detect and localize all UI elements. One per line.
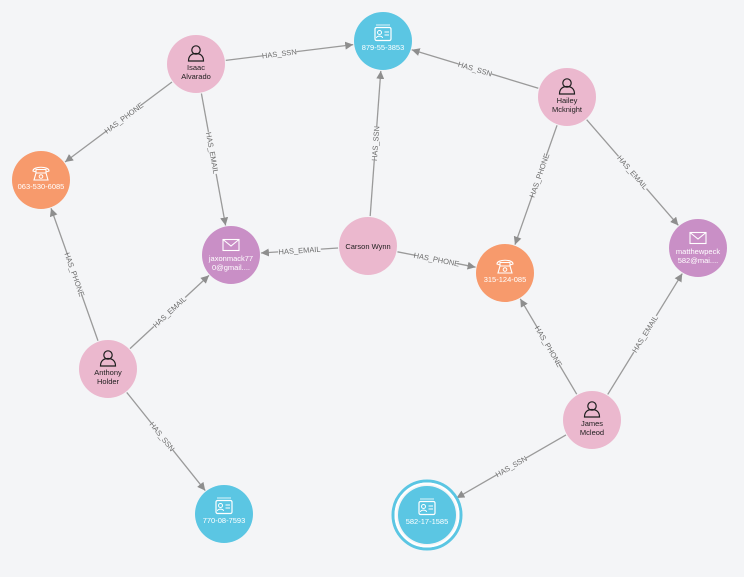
- node-label: Isaac: [187, 63, 205, 72]
- node-circle: [167, 35, 225, 93]
- node-circle: [202, 226, 260, 284]
- node-ssn582[interactable]: 582-17-1585: [391, 479, 463, 551]
- edge-label-bg: [414, 250, 459, 269]
- id-card-icon: [374, 24, 392, 42]
- edge-james-ssn582[interactable]: HAS_SSN: [456, 434, 567, 499]
- edge-label: HAS_PHONE: [533, 324, 564, 368]
- node-phone063[interactable]: 063-530-6085: [12, 151, 70, 209]
- envelope-icon: [222, 238, 240, 252]
- edge-label-bg: [277, 244, 322, 257]
- edge-label: HAS_PHONE: [62, 251, 86, 298]
- node-ssn879[interactable]: 879-55-3853: [354, 12, 412, 70]
- edge-label: HAS_SSN: [370, 126, 382, 162]
- node-matthew[interactable]: matthewpeck582@mai....: [669, 219, 727, 277]
- node-label: Hailey: [557, 96, 578, 105]
- edge-label: HAS_PHONE: [103, 101, 145, 136]
- edge-hailey-matthew[interactable]: HAS_EMAIL: [586, 119, 679, 226]
- node-label: James: [581, 419, 603, 428]
- node-circle: [563, 391, 621, 449]
- edge-isaac-ssn879[interactable]: HAS_SSN: [225, 41, 354, 61]
- edge-label-bg: [614, 153, 651, 192]
- id-card-icon: [418, 498, 436, 516]
- node-circle: [79, 340, 137, 398]
- edge-label: HAS_SSN: [457, 60, 493, 79]
- edge-label-bg: [62, 252, 87, 297]
- node-label: 582@mai....: [678, 256, 719, 265]
- edge-label-bg: [369, 126, 382, 161]
- edge-label-bg: [150, 293, 189, 331]
- envelope-icon: [689, 231, 707, 245]
- edge-label: HAS_EMAIL: [204, 131, 220, 174]
- edge-james-phone315[interactable]: HAS_PHONE: [519, 298, 578, 395]
- node-label: 315-124-085: [484, 275, 527, 284]
- edge-label: HAS_EMAIL: [615, 154, 649, 192]
- edge-label: HAS_PHONE: [413, 251, 460, 269]
- edge-label-bg: [629, 313, 661, 355]
- node-circle: [339, 217, 397, 275]
- person-icon: [187, 45, 205, 62]
- node-circle: [538, 68, 596, 126]
- phone-icon: [496, 259, 514, 274]
- id-card-icon: [215, 497, 233, 515]
- node-label: 063-530-6085: [18, 182, 65, 191]
- node-label: 770-08-7593: [203, 516, 246, 525]
- person-icon: [558, 78, 576, 95]
- node-label: Mcknight: [552, 105, 583, 114]
- node-circle: [669, 219, 727, 277]
- node-ssn770[interactable]: 770-08-7593: [195, 485, 253, 543]
- edge-hailey-ssn879[interactable]: HAS_SSN: [411, 48, 539, 89]
- edge-label: HAS_EMAIL: [151, 294, 188, 329]
- node-label: matthewpeck: [676, 247, 720, 256]
- edge-anthony-ssn770[interactable]: HAS_SSN: [126, 392, 206, 491]
- node-label: Mcleod: [580, 428, 604, 437]
- edge-label: HAS_EMAIL: [278, 245, 321, 257]
- edge-label-bg: [493, 453, 529, 480]
- node-label: Anthony: [94, 368, 122, 377]
- edge-isaac-jaxon[interactable]: HAS_EMAIL: [200, 93, 229, 226]
- node-label: 582-17-1585: [406, 517, 449, 526]
- node-label: Holder: [97, 377, 120, 386]
- selection-ring: [391, 479, 463, 551]
- edge-label-bg: [103, 101, 144, 135]
- node-label: Carson Wynn: [345, 242, 390, 251]
- edge-anthony-phone063[interactable]: HAS_PHONE: [49, 208, 99, 341]
- edge-label: HAS_SSN: [148, 420, 177, 453]
- node-label: Alvarado: [181, 72, 211, 81]
- edge-label-bg: [147, 420, 177, 454]
- node-phone315[interactable]: 315-124-085: [476, 244, 534, 302]
- edge-label: HAS_SSN: [261, 47, 297, 60]
- edge-carson-ssn879[interactable]: HAS_SSN: [369, 70, 385, 217]
- node-jaxon[interactable]: jaxonmack770@gmail....: [202, 226, 260, 284]
- edge-isaac-phone063[interactable]: HAS_PHONE: [64, 81, 173, 163]
- edge-carson-jaxon[interactable]: HAS_EMAIL: [260, 244, 339, 257]
- edge-label: HAS_SSN: [494, 454, 529, 479]
- edge-carson-phone315[interactable]: HAS_PHONE: [397, 250, 476, 270]
- edge-label-bg: [261, 46, 297, 61]
- edge-label: HAS_EMAIL: [630, 314, 660, 355]
- edge-label-bg: [457, 59, 493, 79]
- edge-label: HAS_PHONE: [528, 152, 552, 199]
- edge-label-bg: [533, 325, 564, 368]
- edge-anthony-jaxon[interactable]: HAS_EMAIL: [129, 274, 210, 350]
- edge-label-bg: [203, 130, 222, 175]
- phone-icon: [32, 166, 50, 181]
- edge-james-matthew[interactable]: HAS_EMAIL: [607, 273, 683, 395]
- node-label: 0@gmail....: [212, 263, 250, 272]
- node-label: jaxonmack77: [208, 254, 253, 263]
- node-carson[interactable]: Carson Wynn: [339, 217, 397, 275]
- person-icon: [583, 401, 601, 418]
- edge-hailey-phone315[interactable]: HAS_PHONE: [513, 125, 558, 245]
- edge-label-bg: [527, 153, 552, 198]
- person-icon: [99, 350, 117, 367]
- node-label: 879-55-3853: [362, 43, 405, 52]
